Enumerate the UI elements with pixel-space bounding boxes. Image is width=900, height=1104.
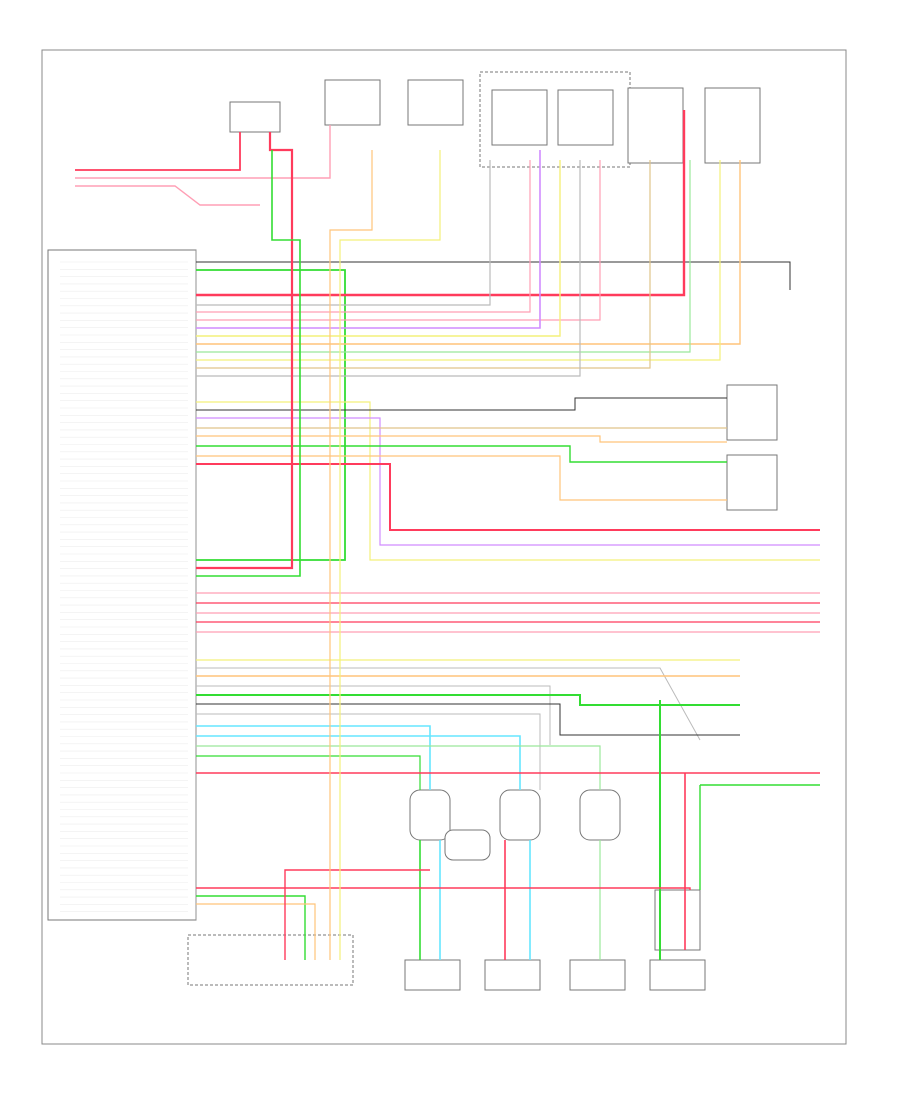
top-component-1 — [229, 101, 281, 133]
bottom-connector-1 — [404, 959, 461, 991]
wire-gray-4 — [196, 713, 541, 790]
wire-orange-3 — [196, 455, 727, 501]
wire-gray-3 — [196, 685, 551, 745]
bottom-sensor-2 — [499, 789, 541, 841]
wire-long-yellow — [339, 150, 441, 960]
wire-orange-2 — [196, 435, 727, 443]
wire-gray-1 — [196, 160, 491, 306]
center-component — [444, 829, 491, 861]
right-component-1 — [726, 384, 778, 441]
top-module-4 — [704, 87, 761, 164]
bottom-sensor-1 — [409, 789, 451, 841]
top-module-2 — [557, 89, 614, 146]
wire-ground — [196, 261, 791, 290]
wire-violet-2 — [196, 417, 820, 546]
top-switch-2 — [407, 79, 464, 126]
pin-label-ticks — [60, 261, 188, 913]
wires — [75, 110, 820, 960]
bottom-sensor-3 — [579, 789, 621, 841]
wire-cyan-2 — [196, 735, 521, 790]
wire-green-5 — [196, 755, 421, 790]
wire-long-orange — [329, 150, 373, 960]
wire-orange-1 — [196, 160, 741, 345]
wire-feed-pink-2 — [75, 185, 260, 206]
wire-bottom-orange — [196, 903, 316, 960]
top-module-1 — [491, 89, 548, 146]
diagram-frame — [41, 49, 847, 1045]
wire-feed-pink — [75, 125, 331, 179]
right-component-2 — [726, 454, 778, 511]
wire-lightgreen-2 — [196, 745, 601, 790]
bottom-connector-3 — [569, 959, 626, 991]
wire-yellow-2 — [196, 160, 721, 361]
wire-yellow-1 — [196, 160, 561, 337]
wire-green-3 — [196, 150, 301, 577]
wire-feed-red — [75, 132, 241, 171]
bottom-left-module — [187, 934, 354, 986]
wire-dark-2 — [196, 703, 740, 736]
bottom-connector-2 — [484, 959, 541, 991]
bottom-connector-4 — [649, 959, 706, 991]
wire-bottom-red — [196, 887, 691, 890]
wire-red-3 — [196, 132, 294, 570]
wire-lightgreen-1 — [196, 160, 691, 353]
wire-red-main — [196, 110, 686, 297]
wire-bottom-red-2 — [284, 869, 430, 960]
wire-red-2 — [196, 463, 820, 531]
top-module-3 — [627, 87, 684, 164]
wire-gray-2 — [196, 160, 581, 377]
wire-green-loop — [196, 269, 346, 561]
top-switch-1 — [324, 79, 381, 126]
wire-dark-1 — [196, 397, 727, 411]
wire-pink-2 — [196, 160, 601, 321]
wire-cyan-1 — [196, 725, 431, 790]
bottom-sensor-4 — [654, 889, 701, 951]
wire-green-2 — [196, 445, 727, 463]
wire-violet-1 — [196, 150, 541, 329]
wire-yellow-3 — [196, 401, 820, 561]
control-module-block — [47, 249, 197, 921]
wire-pink-1 — [196, 160, 531, 313]
wire-tan-1 — [196, 160, 651, 369]
wire-bottom-green — [196, 895, 306, 960]
wire-switch — [196, 667, 701, 741]
